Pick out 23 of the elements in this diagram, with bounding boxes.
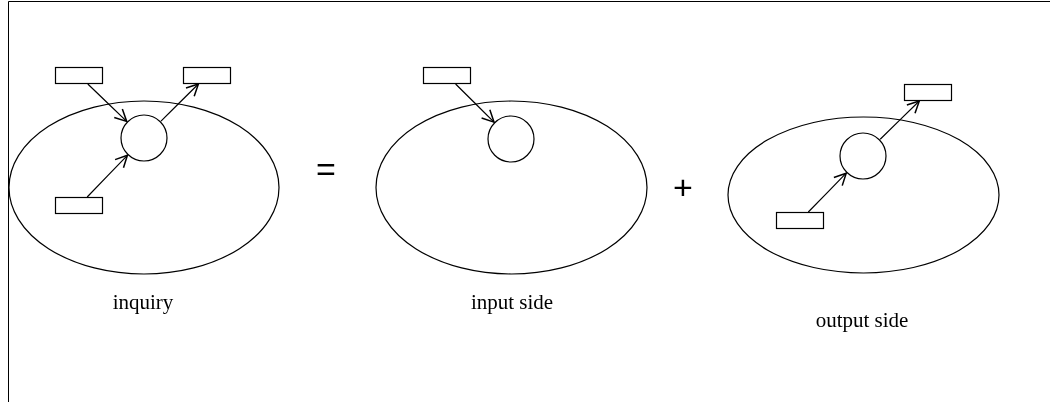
oval-outline [727, 116, 1000, 274]
node-caption: inquiry [112, 290, 174, 315]
equals-sign: = [316, 150, 336, 189]
rectangle-node [423, 67, 471, 84]
oval-outline [375, 100, 648, 275]
node-caption: output side [815, 308, 909, 333]
oval-outline [8, 100, 280, 275]
rectangle-node [55, 67, 103, 84]
rectangle-node [55, 197, 103, 214]
node-caption: input side [470, 290, 554, 315]
circle-node [839, 132, 887, 180]
arrow [807, 172, 847, 213]
arrow [86, 154, 129, 198]
rectangle-node [776, 212, 824, 229]
arrow [879, 100, 921, 140]
rectangle-node [904, 84, 952, 101]
plus-sign: + [673, 168, 693, 207]
arrow [455, 83, 495, 123]
rectangle-node [183, 67, 231, 84]
circle-node [487, 115, 535, 163]
arrow [87, 83, 128, 123]
arrow [160, 83, 200, 122]
circle-node [120, 114, 168, 162]
